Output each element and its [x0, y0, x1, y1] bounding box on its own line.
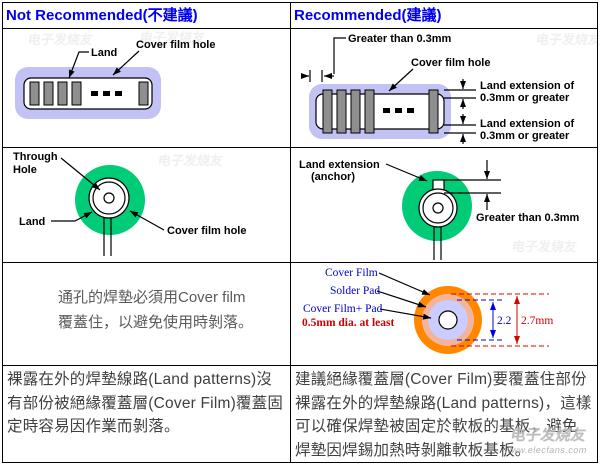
cover-film-label: Cover Film — [325, 267, 378, 279]
land-leader-line — [51, 211, 93, 222]
diagram-through-hole: Through Hole Land Cover film hole — [13, 151, 246, 256]
land-extension-bottom-label-1: Land extension of — [480, 118, 574, 130]
pad-leader-lines — [376, 272, 432, 320]
diagram-cell-through-hole: Through Hole Land Cover film hole — [3, 148, 291, 263]
land-extension-top-label-1: Land extension of — [480, 80, 574, 92]
land-extension-bottom-label-2: 0.3mm or greater — [480, 130, 570, 142]
min-diameter-label: 0.5mm dia. at least — [302, 317, 394, 329]
land-extension-top-label-2: 0.3mm or greater — [480, 92, 570, 104]
land-label: Land — [91, 47, 117, 59]
through-hole-label-1: Through — [13, 151, 58, 163]
header-not-recommended: Not Recommended(不建議) — [3, 3, 291, 29]
cover-film-pad-label: Cover Film+ Pad — [303, 303, 383, 315]
diagram-pad-stack: Cover Film Solder Pad Cover Film+ Pad 0.… — [302, 267, 553, 354]
anchor-dimension-marks — [444, 160, 501, 210]
diagram-cell-land-no-extension: Land Cover film hole — [3, 29, 291, 148]
cover-film-hole-label: Cover film hole — [411, 57, 490, 69]
cover-film-hole-shape — [315, 93, 445, 130]
note-cell-through-hole-rule: 通孔的焊墊必須用Cover film 覆蓋住，以避免使用時剝落。 — [3, 263, 291, 366]
land-extension-label-1: Land extension — [299, 159, 380, 171]
land-extension-top-dimension — [444, 79, 476, 109]
diagram-cell-pad-stack: Cover Film Solder Pad Cover Film+ Pad 0.… — [291, 263, 597, 366]
diagram-through-hole-anchor: Land extension (anchor) Greater than 0.3… — [299, 159, 580, 260]
outer-diameter-value: 2.7mm — [521, 315, 553, 327]
gap-dimension-marks — [301, 37, 346, 82]
inner-diameter-value: 2.2 — [497, 315, 512, 327]
greater-than-label: Greater than 0.3mm — [476, 212, 580, 224]
greater-than-label: Greater than 0.3mm — [348, 33, 452, 45]
comparison-table: Not Recommended(不建議) Recommended(建議) — [2, 2, 598, 463]
through-hole-leader-line — [60, 157, 101, 191]
cover-film-hole-leader-line — [112, 50, 140, 76]
header-recommended: Recommended(建議) — [291, 3, 597, 29]
ellipsis-dashes — [383, 108, 414, 113]
diagram-cell-land-extension: Greater than 0.3mm Cover film hole Land … — [291, 29, 597, 148]
cover-film-hole-label: Cover film hole — [167, 225, 246, 237]
cover-film-hole-leader-line — [388, 68, 414, 92]
ellipsis-dashes — [91, 91, 122, 96]
explanation-recommended: 建議絕緣覆蓋層(Cover Film)要覆蓋住部份裸露在外的焊墊線路(Land … — [295, 371, 592, 459]
land-bars — [29, 81, 149, 106]
diagram-land-no-extension: Land Cover film hole — [15, 39, 215, 119]
land-extension-label-2: (anchor) — [311, 171, 355, 183]
diagram-land-extension: Greater than 0.3mm Cover film hole Land … — [301, 33, 574, 144]
note-line-1: 通孔的焊墊必須用Cover film — [58, 289, 246, 306]
land-bars-extended — [322, 89, 439, 134]
through-hole-shape — [432, 202, 444, 214]
through-hole-shape — [103, 192, 115, 204]
land-label: Land — [19, 216, 45, 228]
solder-pad-label: Solder Pad — [330, 285, 380, 297]
diagram-cell-through-hole-anchor: Land extension (anchor) Greater than 0.3… — [291, 148, 597, 263]
outer-diameter-dimension — [451, 293, 549, 347]
hole-shape — [438, 310, 458, 330]
cover-film-hole-shape — [23, 77, 153, 110]
through-hole-label-2: Hole — [13, 164, 37, 176]
note-line-2: 覆蓋住，以避免使用時剝落。 — [58, 314, 254, 331]
cover-film-hole-label: Cover film hole — [136, 39, 215, 51]
explanation-not-recommended: 裸露在外的焊墊線路(Land patterns)沒有部份被絕緣覆蓋層(Cover… — [3, 366, 291, 462]
inner-diameter-dimension — [457, 299, 503, 341]
cover-film-hole-leader-line — [129, 210, 165, 231]
land-extension-bottom-dimension — [444, 114, 476, 144]
anchor-leader-line — [385, 163, 428, 182]
land-leader-line — [68, 51, 89, 79]
